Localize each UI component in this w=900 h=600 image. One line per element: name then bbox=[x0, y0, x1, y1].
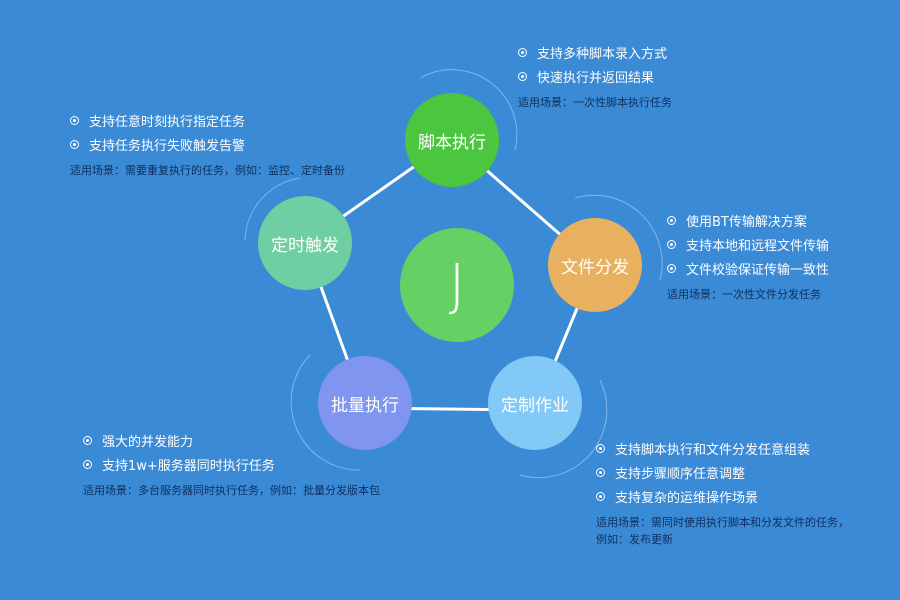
scene-text: 适用场景：多台服务器同时执行任务，例如：批量分发版本包 bbox=[83, 484, 380, 497]
node-label: 定时触发 bbox=[271, 235, 339, 256]
node-label: 文件分发 bbox=[561, 257, 629, 278]
node-label: 批量执行 bbox=[331, 395, 399, 416]
scheduled-trigger-info: 支持任意时刻执行指定任务 支持任务执行失败触发告警 适用场景：需要重复执行的任务… bbox=[70, 108, 345, 179]
scene-text: 适用场景：一次性脚本执行任务 bbox=[518, 96, 672, 109]
bullet-text: 支持任意时刻执行指定任务 bbox=[89, 114, 246, 130]
bullet-icon bbox=[667, 263, 676, 273]
batch-execution-info: 强大的并发能力 支持1w+服务器同时执行任务 适用场景：多台服务器同时执行任务，… bbox=[83, 428, 380, 499]
node-label: 脚本执行 bbox=[418, 132, 486, 153]
custom-job-info: 支持脚本执行和文件分发任意组装 支持步骤顺序任意调整 支持复杂的运维操作场景 适… bbox=[596, 436, 849, 548]
scene-text: 例如：发布更新 bbox=[596, 533, 673, 546]
bullet-icon bbox=[596, 467, 605, 477]
bullet-icon bbox=[667, 215, 676, 225]
file-distribution-info: 使用BT传输解决方案 支持本地和远程文件传输 文件校验保证传输一致性 适用场景：… bbox=[667, 208, 829, 303]
bullet-text: 支持脚本执行和文件分发任意组装 bbox=[615, 442, 811, 458]
scene-text: 适用场景：需同时使用执行脚本和分发文件的任务， bbox=[596, 516, 849, 529]
bullet-icon bbox=[70, 139, 79, 149]
bullet-icon bbox=[596, 491, 605, 501]
bullet-text: 使用BT传输解决方案 bbox=[686, 214, 807, 230]
node-scheduled-trigger[interactable]: 定时触发 bbox=[258, 196, 352, 290]
bullet-text: 支持任务执行失败触发告警 bbox=[89, 138, 246, 154]
bullet-text: 文件校验保证传输一致性 bbox=[686, 262, 830, 278]
bullet-text: 支持1w+服务器同时执行任务 bbox=[102, 458, 275, 474]
scene-text: 适用场景：一次性文件分发任务 bbox=[667, 288, 821, 301]
bullet-icon bbox=[518, 71, 527, 81]
bullet-icon bbox=[596, 443, 605, 453]
bullet-icon bbox=[83, 459, 92, 469]
bullet-text: 支持步骤顺序任意调整 bbox=[615, 466, 746, 482]
center-label: J bbox=[448, 252, 466, 318]
node-custom-job[interactable]: 定制作业 bbox=[488, 356, 582, 450]
node-script-execution[interactable]: 脚本执行 bbox=[405, 93, 499, 187]
bullet-text: 支持本地和远程文件传输 bbox=[686, 238, 830, 254]
script-execution-info: 支持多种脚本录入方式 快速执行并返回结果 适用场景：一次性脚本执行任务 bbox=[518, 40, 672, 111]
bullet-text: 强大的并发能力 bbox=[102, 434, 194, 450]
bullet-icon bbox=[83, 435, 92, 445]
center-logo: J bbox=[400, 228, 514, 342]
node-file-distribution[interactable]: 文件分发 bbox=[548, 218, 642, 312]
bullet-icon bbox=[518, 47, 527, 57]
bullet-text: 快速执行并返回结果 bbox=[537, 70, 655, 86]
scene-text: 适用场景：需要重复执行的任务，例如：监控、定时备份 bbox=[70, 164, 345, 177]
bullet-icon bbox=[70, 115, 79, 125]
bullet-icon bbox=[667, 239, 676, 249]
node-batch-execution[interactable]: 批量执行 bbox=[318, 356, 412, 450]
bullet-text: 支持多种脚本录入方式 bbox=[537, 46, 668, 62]
bullet-text: 支持复杂的运维操作场景 bbox=[615, 490, 759, 506]
node-label: 定制作业 bbox=[501, 395, 569, 416]
